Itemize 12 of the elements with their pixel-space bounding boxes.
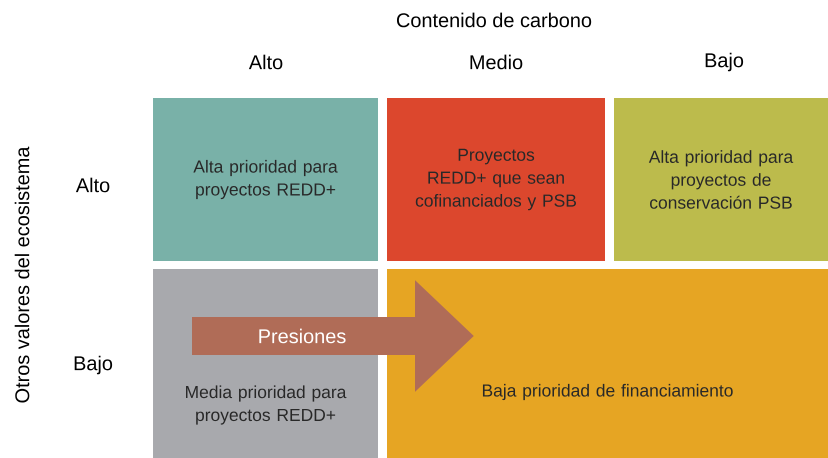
- column-header: Alto: [248, 54, 282, 70]
- priority-cell: Alta prioridad para proyectos REDD+: [153, 98, 378, 261]
- priority-cell: Alta prioridad para proyectos de conservación PSB: [614, 98, 828, 261]
- edge-label: Presiones: [259, 328, 346, 344]
- row-header: Bajo: [74, 356, 112, 374]
- axis-title: Contenido de carbono: [396, 12, 592, 28]
- priority-cell: Proyectos REDD+ que sean cofinanciados y PSB: [387, 98, 605, 261]
- column-header: Bajo: [706, 52, 744, 72]
- row-header: Alto: [76, 178, 110, 192]
- column-header: Medio: [470, 54, 522, 70]
- axis-title: Otros valores del ecosistema: [14, 146, 30, 402]
- priority-cell: Baja prioridad de financiamiento: [387, 268, 828, 458]
